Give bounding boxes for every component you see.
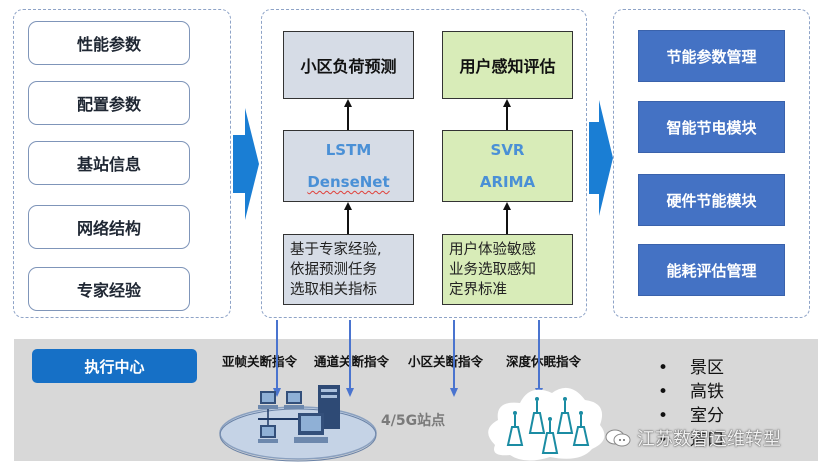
input-label: 配置参数 (76, 95, 141, 114)
module-label: 能耗评估管理 (666, 261, 757, 280)
module-label: 节能参数管理 (666, 47, 757, 66)
command-arrow-line (453, 320, 455, 390)
arrow-up-icon (503, 202, 511, 210)
load-prediction-title: 小区负荷预测 (300, 57, 397, 76)
load-prediction-description: 基于专家经验, 依据预测任务 选取相关指标 (283, 234, 414, 305)
scene-label: 高铁 (690, 382, 724, 402)
load-prediction-models-box: LSTM DenseNet (283, 130, 414, 202)
arrow-up-icon (503, 99, 511, 107)
description-line: 业务选取感知 (449, 261, 536, 278)
command-deep-sleep: 深度休眠指令 (506, 354, 582, 369)
input-config-params: 配置参数 (28, 81, 190, 125)
input-base-station-info: 基站信息 (28, 141, 190, 185)
scene-label: 景区 (690, 358, 724, 378)
execution-center-text: 执行中心 (84, 357, 145, 376)
arrow-down-icon (346, 388, 354, 397)
input-performance-params: 性能参数 (28, 21, 190, 65)
command-arrow-line (276, 320, 278, 390)
command-channel-shutdown: 通道关断指令 (314, 354, 390, 369)
watermark-text: 江苏数智运维转型 (637, 429, 781, 450)
network-computers-icon (219, 385, 377, 462)
module-energy-consumption-evaluation: 能耗评估管理 (638, 244, 785, 296)
description-line: 基于专家经验, (290, 241, 382, 258)
scene-label: 室分 (690, 406, 724, 426)
flow-arrow-right-icon (233, 108, 259, 220)
watermark: 江苏数智运维转型 (605, 425, 781, 451)
user-perception-models-box: SVR ARIMA (442, 130, 573, 202)
site-label: 4/5G站点 (381, 413, 446, 429)
input-network-structure: 网络结构 (28, 205, 190, 249)
module-hardware-energy-saving: 硬件节能模块 (638, 174, 785, 226)
arrow-up-icon (344, 99, 352, 107)
wechat-icon (605, 429, 631, 447)
input-label: 专家经验 (76, 281, 141, 300)
input-label: 性能参数 (76, 35, 141, 54)
input-expert-experience: 专家经验 (28, 267, 190, 311)
flow-arrow-right-icon (589, 100, 613, 216)
scene-item: • 道口 (658, 425, 724, 450)
description-line: 用户体验敏感 (449, 241, 536, 258)
module-smart-power-saving: 智能节电模块 (638, 101, 785, 153)
connector-line (506, 210, 508, 234)
bullet-icon: • (658, 358, 669, 378)
command-arrow-line (349, 320, 351, 390)
command-cell-shutdown: 小区关断指令 (408, 354, 484, 369)
bullet-icon: • (658, 382, 669, 402)
scene-item: • 室分 (658, 401, 724, 426)
user-perception-box: 用户感知评估 (442, 31, 573, 99)
arrow-down-icon (450, 388, 458, 397)
description-line: 定界标准 (449, 281, 507, 298)
connector-line (506, 107, 508, 130)
scene-item: • 景区 (658, 353, 724, 378)
connector-line (347, 107, 349, 130)
model-densenet: DenseNet (307, 173, 390, 191)
base-station-cloud-icon (488, 387, 605, 461)
model-lstm: LSTM (325, 141, 372, 159)
input-label: 网络结构 (76, 219, 141, 238)
module-energy-param-management: 节能参数管理 (638, 30, 785, 82)
description-line: 依据预测任务 (290, 261, 377, 278)
user-perception-description: 用户体验敏感 业务选取感知 定界标准 (442, 234, 573, 305)
arrow-down-icon (273, 388, 281, 397)
scene-label: 道口 (690, 430, 724, 450)
connector-line (347, 210, 349, 234)
module-label: 智能节电模块 (666, 118, 757, 137)
execution-center-label: 执行中心 (32, 349, 197, 383)
arrow-up-icon (344, 202, 352, 210)
model-arima: ARIMA (479, 173, 536, 191)
bullet-icon: • (658, 430, 669, 450)
load-prediction-box: 小区负荷预测 (283, 31, 414, 99)
command-subframe-shutdown: 亚帧关断指令 (222, 354, 298, 369)
user-perception-title: 用户感知评估 (459, 57, 556, 76)
model-svr: SVR (490, 141, 525, 159)
description-line: 选取相关指标 (290, 281, 377, 298)
bullet-icon: • (658, 406, 669, 426)
scene-item: • 高铁 (658, 377, 724, 402)
module-label: 硬件节能模块 (666, 191, 757, 210)
command-arrow-line (538, 320, 540, 390)
input-label: 基站信息 (76, 155, 141, 174)
